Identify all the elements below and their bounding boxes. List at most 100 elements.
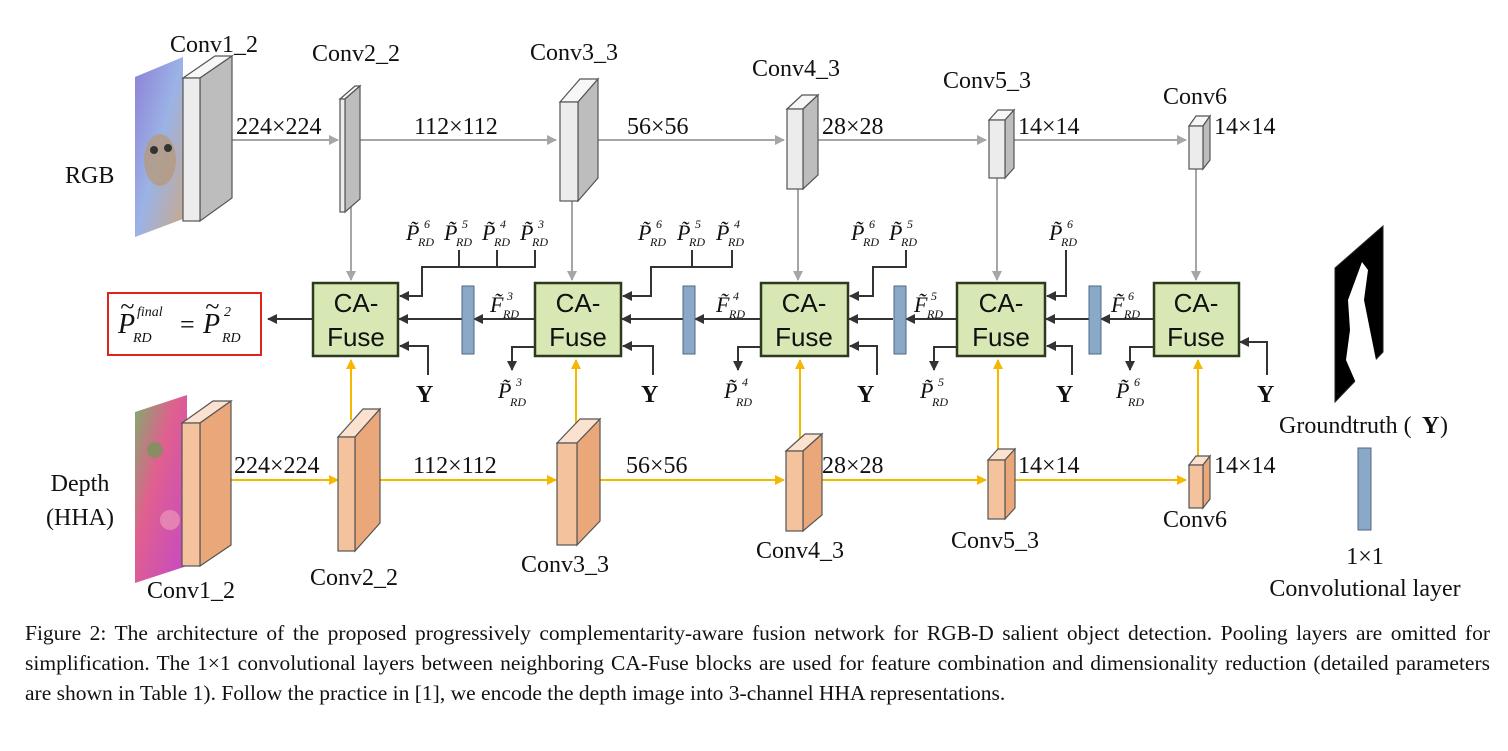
conv1x1-legend-size: 1×1	[1346, 544, 1384, 570]
rgb-input-label: RGB	[65, 163, 114, 189]
svg-text:RD: RD	[493, 235, 510, 249]
ca-fuse-4-line2: Fuse	[972, 322, 1030, 352]
svg-text:RD: RD	[735, 395, 752, 409]
final-output-rhs-symbol: P	[202, 309, 220, 340]
final-output-rhs-sup: 2	[224, 305, 231, 320]
svg-text:3: 3	[515, 375, 522, 389]
depth-conv1_2-block	[180, 399, 233, 568]
feature-label-6: F̃6RD	[1110, 289, 1140, 321]
ca-fuse-block-4: CA- Fuse	[955, 281, 1047, 358]
conv1x1-block-2	[682, 285, 696, 355]
depth-layer-label-2: Conv2_2	[310, 565, 398, 591]
ca-fuse-2-line2: Fuse	[549, 322, 607, 352]
side-output-label-5: P̃5RD	[919, 375, 948, 409]
svg-text:RD: RD	[531, 235, 548, 249]
svg-text:RD: RD	[649, 235, 666, 249]
rgb-layer-label-2: Conv2_2	[312, 41, 400, 67]
svg-text:P̃: P̃	[888, 220, 902, 245]
y-label-4: Y	[1056, 382, 1073, 408]
svg-text:6: 6	[656, 217, 662, 231]
svg-text:P̃: P̃	[443, 220, 457, 245]
y-input-arrow-1	[399, 341, 429, 375]
groundtruth-image	[1334, 224, 1384, 404]
rgb-layer-label-6: Conv6	[1163, 84, 1227, 110]
feature-label-5: F̃5RD	[913, 289, 943, 321]
side-input-label-1-0: P̃6RD	[405, 217, 434, 249]
rgb-conv3_3-block	[558, 77, 600, 203]
svg-text:RD: RD	[502, 307, 519, 321]
svg-text:P̃: P̃	[637, 220, 651, 245]
rgb-size-label-5: 14×14	[1018, 114, 1080, 140]
svg-text:~: ~	[205, 292, 219, 321]
svg-text:RD: RD	[1123, 307, 1140, 321]
rgb-size-label-4: 28×28	[822, 114, 884, 140]
svg-text:RD: RD	[417, 235, 434, 249]
depth-size-label-1: 224×224	[234, 453, 320, 479]
conv1x1-block-1	[461, 285, 475, 355]
svg-text:F̃: F̃	[913, 292, 928, 317]
depth-size-label-6: 14×14	[1214, 453, 1276, 479]
side-output-arrow-4	[733, 346, 760, 371]
svg-text:4: 4	[742, 375, 748, 389]
y-label-3: Y	[857, 382, 874, 408]
ca-fuse-block-3: CA- Fuse	[759, 281, 850, 358]
side-input-bus-1	[399, 250, 536, 301]
svg-text:RD: RD	[688, 235, 705, 249]
svg-text:P̃: P̃	[1048, 220, 1062, 245]
svg-text:F̃: F̃	[489, 292, 504, 317]
rgb-size-label-1: 224×224	[236, 114, 322, 140]
depth-layer-label-6: Conv6	[1163, 507, 1227, 533]
svg-text:~: ~	[120, 292, 134, 321]
feature-label-4: F̃4RD	[715, 289, 745, 321]
side-output-arrow-3	[507, 346, 534, 371]
feature-label-3: F̃3RD	[489, 289, 519, 321]
svg-text:RD: RD	[1127, 395, 1144, 409]
side-input-label-3-0: P̃6RD	[850, 217, 879, 249]
svg-text:6: 6	[1134, 375, 1140, 389]
depth-conv6-block	[1187, 454, 1212, 510]
final-output-lhs-sub: RD	[132, 331, 152, 346]
depth-layer-label-1: Conv1_2	[147, 578, 235, 604]
depth-input-image	[135, 395, 187, 583]
side-output-label-4: P̃4RD	[723, 375, 752, 409]
svg-text:F̃: F̃	[1110, 292, 1125, 317]
side-output-label-3: P̃3RD	[497, 375, 526, 409]
svg-text:P̃: P̃	[676, 220, 690, 245]
svg-text:5: 5	[931, 289, 937, 303]
rgb-size-label-6: 14×14	[1214, 114, 1276, 140]
conv1x1-block-3	[893, 285, 907, 355]
svg-text:RD: RD	[1060, 235, 1077, 249]
ca-fuse-block-5: CA- Fuse	[1152, 281, 1241, 358]
ca-fuse-3-line1: CA-	[782, 288, 827, 318]
ca-fuse-block-2: CA- Fuse	[533, 281, 623, 358]
svg-text:4: 4	[733, 289, 739, 303]
ca-fuse-4-line1: CA-	[979, 288, 1024, 318]
svg-text:6: 6	[869, 217, 875, 231]
side-input-label-1-3: P̃3RD	[519, 217, 548, 249]
y-label-1: Y	[416, 382, 433, 408]
ca-fuse-1-line2: Fuse	[327, 322, 385, 352]
ca-fuse-3-line2: Fuse	[775, 322, 833, 352]
y-input-arrow-3	[849, 341, 878, 375]
depth-conv4_3-block	[784, 432, 824, 533]
rgb-conv2_2-block	[338, 84, 362, 214]
final-output-equals: =	[180, 310, 195, 339]
y-label-5: Y	[1257, 382, 1274, 408]
depth-input-sublabel: (HHA)	[46, 505, 114, 531]
svg-text:RD: RD	[727, 235, 744, 249]
depth-size-label-4: 28×28	[822, 453, 884, 479]
side-input-label-2-1: P̃5RD	[676, 217, 705, 249]
ca-fuse-5-line2: Fuse	[1167, 322, 1225, 352]
svg-text:5: 5	[907, 217, 913, 231]
svg-text:RD: RD	[900, 235, 917, 249]
svg-text:P̃: P̃	[481, 220, 495, 245]
ca-fuse-1-line1: CA-	[334, 288, 379, 318]
groundtruth-label-symbol: Y	[1422, 413, 1439, 439]
svg-text:RD: RD	[728, 307, 745, 321]
depth-size-label-5: 14×14	[1018, 453, 1080, 479]
svg-text:P̃: P̃	[1115, 378, 1129, 403]
rgb-conv5_3-block	[987, 108, 1016, 180]
side-input-label-1-1: P̃5RD	[443, 217, 472, 249]
svg-text:6: 6	[424, 217, 430, 231]
svg-text:P̃: P̃	[850, 220, 864, 245]
